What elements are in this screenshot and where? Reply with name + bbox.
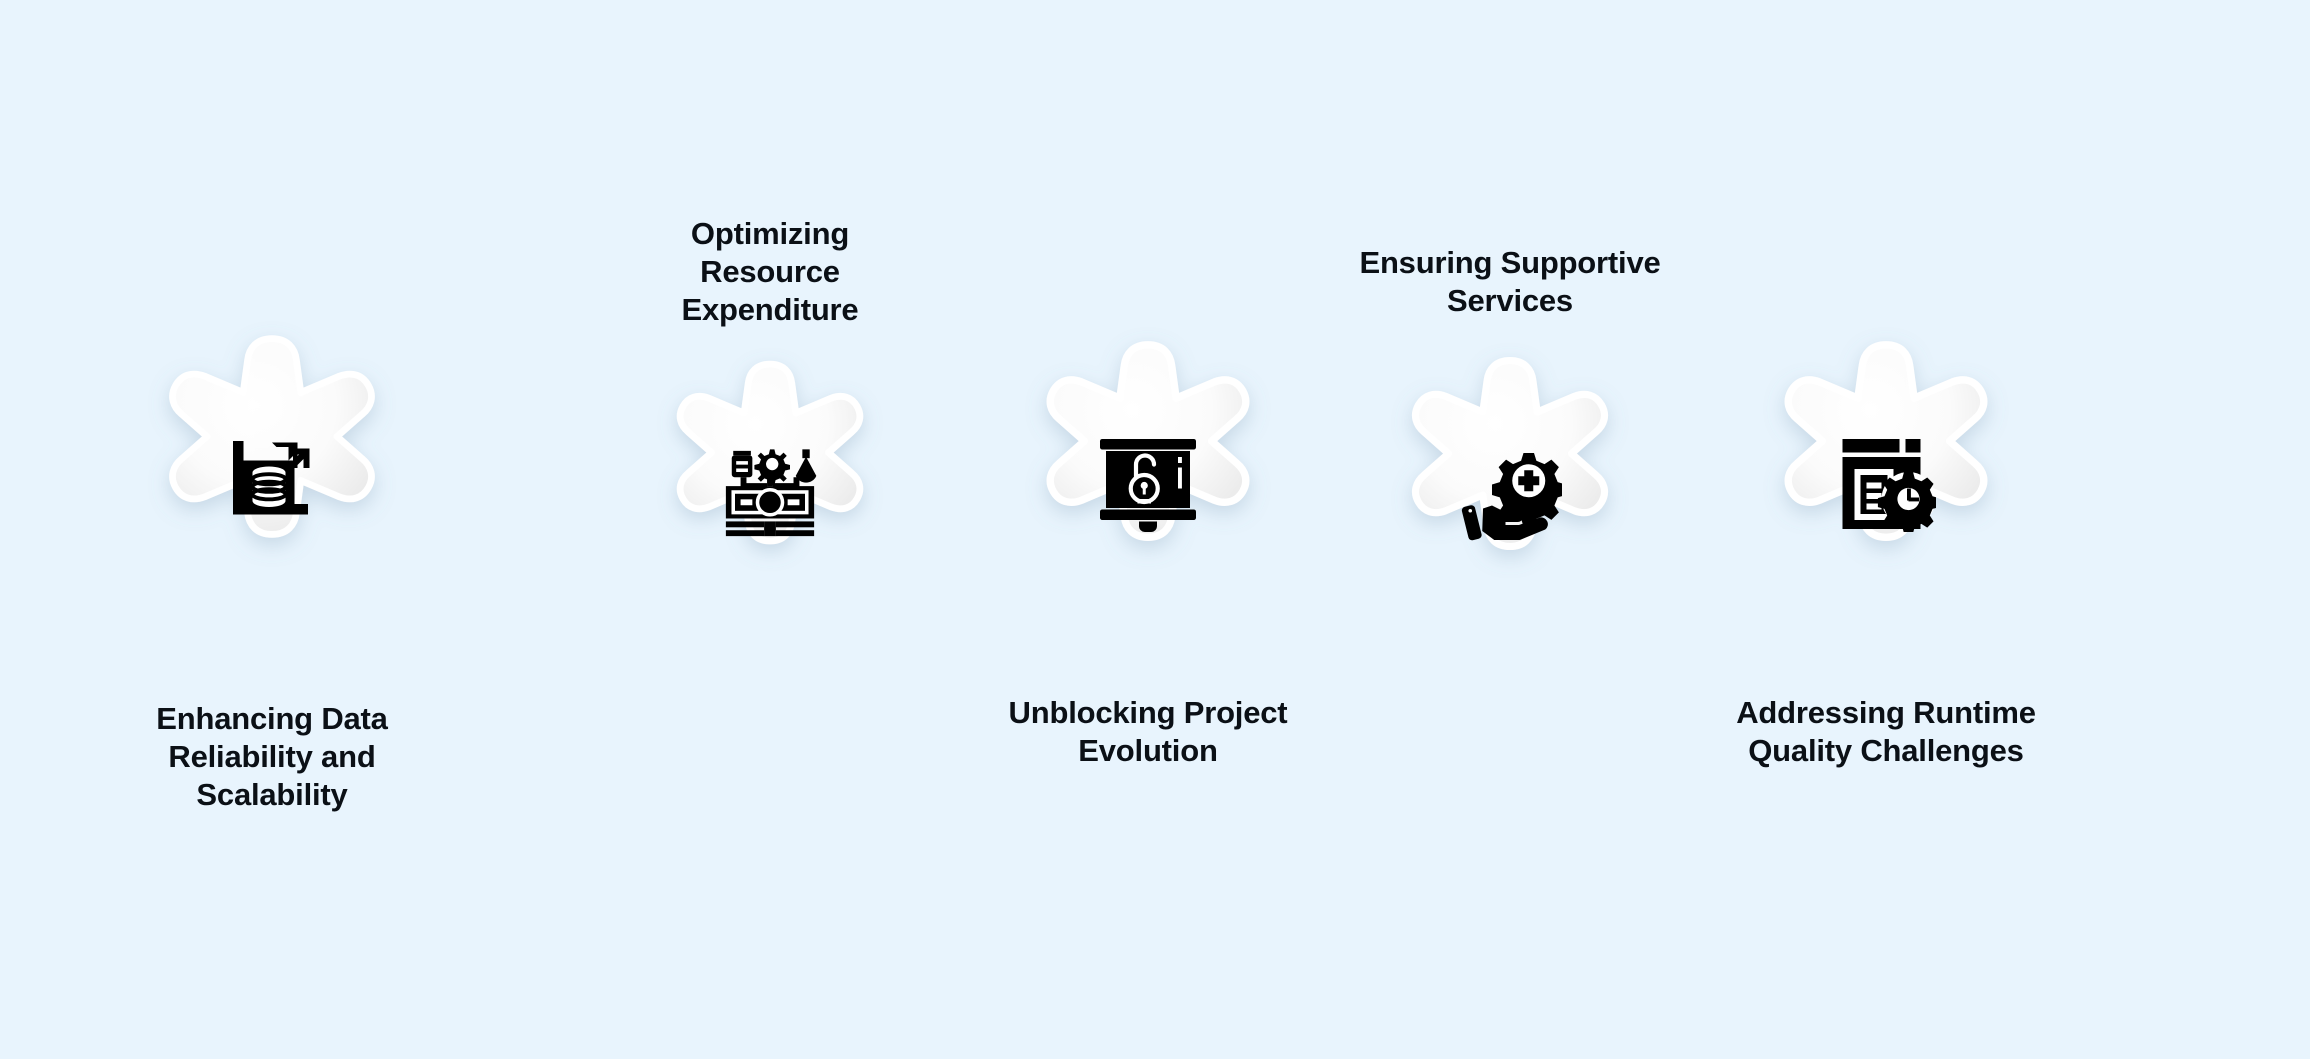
- process-step-3[interactable]: Unblocking Project Evolution: [1000, 336, 1296, 770]
- step-label-4: Ensuring Supportive Services: [1359, 245, 1661, 318]
- unlocked-presentation-board-icon: [1096, 436, 1200, 532]
- hand-holding-support-gear-icon: [1458, 447, 1562, 543]
- gear-shape-4: [1367, 352, 1653, 638]
- gear-shape-1: [122, 330, 422, 630]
- gear-shape-2: [634, 356, 906, 628]
- process-step-5[interactable]: Addressing Runtime Quality Challenges: [1736, 336, 2036, 770]
- step-label-3: Unblocking Project Evolution: [1008, 695, 1288, 768]
- process-step-4[interactable]: Ensuring Supportive Services: [1359, 244, 1661, 638]
- process-step-2[interactable]: Optimizing Resource Expenditure: [634, 215, 906, 628]
- step-label-2: Optimizing Resource Expenditure: [681, 216, 859, 327]
- gear-outline-4: [1411, 356, 1609, 550]
- process-step-1[interactable]: Enhancing Data Reliability and Scalabili…: [122, 330, 422, 813]
- resource-expenditure-money-icon: [720, 444, 820, 540]
- database-growth-icon: [224, 432, 320, 528]
- step-label-5: Addressing Runtime Quality Challenges: [1736, 695, 2036, 768]
- step-label-1: Enhancing Data Reliability and Scalabili…: [156, 701, 388, 812]
- report-runtime-gear-icon: [1836, 436, 1936, 532]
- gear-outline-1: [169, 335, 375, 538]
- gear-shape-5: [1738, 336, 2034, 632]
- gear-shape-3: [1000, 336, 1296, 632]
